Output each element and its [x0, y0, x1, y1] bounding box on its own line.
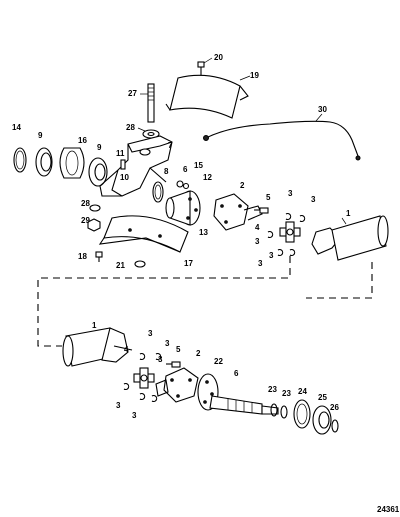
callout-28-b: 28 — [81, 199, 90, 208]
callout-7: 7 — [168, 141, 173, 150]
part-4-u-joint-upper — [279, 221, 301, 243]
part-3-snap-rings-upper — [267, 212, 306, 257]
callout-30: 30 — [318, 105, 327, 114]
part-12-bearing-flange — [165, 190, 201, 226]
callout-5: 5 — [266, 193, 271, 202]
callout-4-lower: 4 — [124, 345, 129, 354]
callout-23-b: 23 — [282, 389, 291, 398]
callout-25: 25 — [318, 393, 327, 402]
part-11-stud — [120, 159, 126, 170]
part-21-nut — [134, 260, 146, 268]
callout-27: 27 — [128, 89, 137, 98]
callout-21: 21 — [116, 261, 125, 270]
callout-17: 17 — [184, 259, 193, 268]
callout-labels: 20 19 27 30 28 7 14 9 16 9 11 8 15 6 12 … — [12, 53, 400, 514]
part-16-sleeve — [59, 147, 85, 179]
part-15-nut — [176, 180, 184, 188]
callout-13: 13 — [199, 228, 208, 237]
callout-4: 4 — [255, 223, 260, 232]
part-2-flange-yoke-lower — [155, 367, 199, 403]
callout-1-lower: 1 — [92, 321, 97, 330]
part-23-washers — [270, 403, 288, 419]
callout-2: 2 — [240, 181, 245, 190]
part-8-o-ring — [152, 181, 164, 203]
callout-8: 8 — [164, 167, 169, 176]
callout-26: 26 — [330, 403, 339, 412]
callout-3-f: 3 — [148, 329, 153, 338]
figure-number: 24361 — [377, 505, 400, 514]
part-5-bolt-upper — [254, 207, 269, 214]
part-1-driveshaft-upper — [311, 215, 389, 261]
part-27-stud — [140, 83, 155, 123]
callout-3-e: 3 — [269, 251, 274, 260]
part-24-ring — [293, 399, 311, 429]
part-22-output-shaft — [197, 373, 279, 415]
callout-15: 15 — [194, 161, 203, 170]
part-26-ring — [331, 419, 339, 433]
callout-22: 22 — [214, 357, 223, 366]
callout-3-j: 3 — [132, 411, 137, 420]
callout-5-lower: 5 — [176, 345, 181, 354]
part-1-driveshaft-lower — [62, 327, 133, 367]
part-6-washer — [182, 182, 190, 190]
part-18-bolt — [95, 251, 103, 262]
alignment-lines — [37, 256, 373, 347]
part-4-u-joint-lower — [133, 367, 155, 389]
callout-9-b: 9 — [97, 143, 102, 152]
callout-12: 12 — [203, 173, 212, 182]
callout-29: 29 — [81, 216, 90, 225]
callout-23-a: 23 — [268, 385, 277, 394]
part-19-cover — [165, 74, 251, 119]
callout-3-c: 3 — [255, 237, 260, 246]
callout-3-b: 3 — [311, 195, 316, 204]
callout-6: 6 — [183, 165, 188, 174]
callout-3-h: 3 — [158, 355, 163, 364]
part-2-flange-yoke-upper — [213, 193, 263, 231]
part-9-seal-left — [35, 147, 53, 177]
callout-18: 18 — [78, 252, 87, 261]
part-9-seal-right — [88, 157, 108, 187]
callout-3-a: 3 — [288, 189, 293, 198]
part-14-retaining-ring — [13, 147, 27, 173]
callout-14: 14 — [12, 123, 21, 132]
callout-24: 24 — [298, 387, 307, 396]
part-29-nut — [87, 218, 101, 232]
part-7-mount-bracket — [99, 135, 173, 197]
callout-3-d: 3 — [258, 259, 263, 268]
callout-20: 20 — [214, 53, 223, 62]
callout-10: 10 — [120, 173, 129, 182]
part-20-screw — [197, 57, 213, 76]
callout-9: 9 — [38, 131, 43, 140]
callout-6-lower: 6 — [234, 369, 239, 378]
part-17-support — [98, 215, 189, 253]
part-25-bearing — [312, 405, 332, 435]
callout-19: 19 — [250, 71, 259, 80]
callout-28: 28 — [126, 123, 135, 132]
callout-11: 11 — [116, 149, 125, 158]
part-3-snap-rings-lower — [123, 352, 162, 403]
callout-3-i: 3 — [116, 401, 121, 410]
callout-3-g: 3 — [165, 339, 170, 348]
callout-16: 16 — [78, 136, 87, 145]
part-30-cable — [203, 113, 361, 161]
callout-1: 1 — [346, 209, 351, 218]
part-5-bolt-lower — [166, 361, 181, 368]
callout-2-lower: 2 — [196, 349, 201, 358]
part-28-washer-lower — [89, 204, 101, 212]
